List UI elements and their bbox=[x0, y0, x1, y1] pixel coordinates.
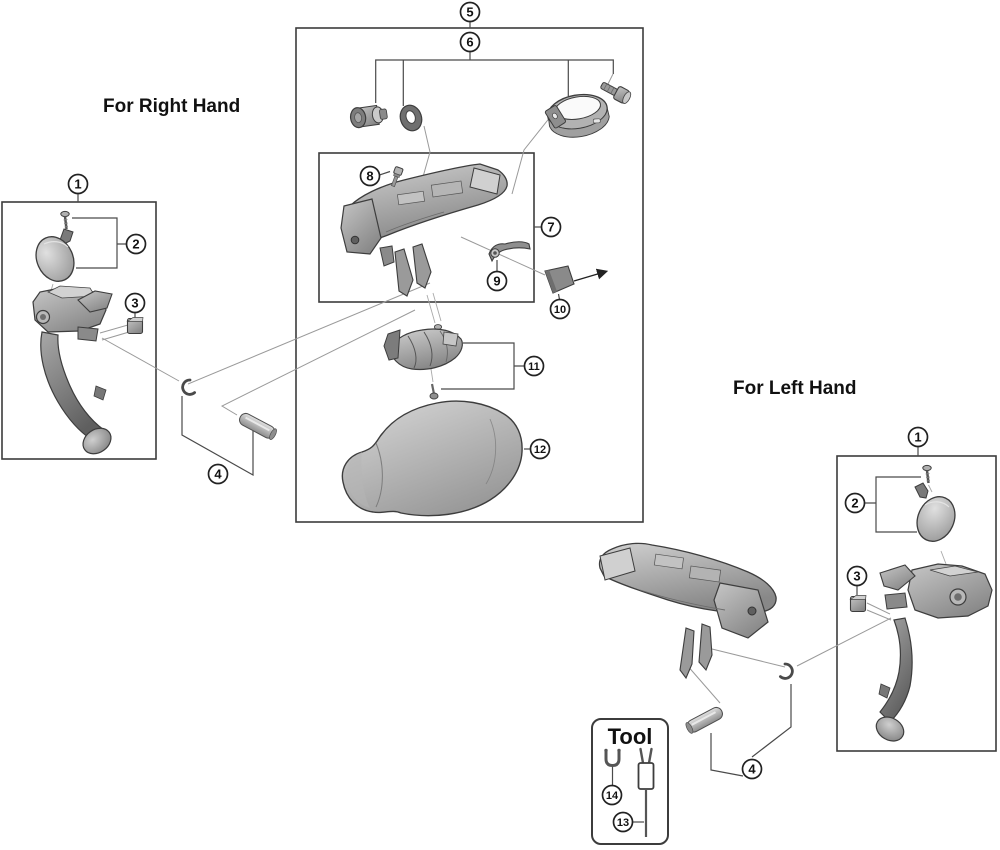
svg-text:3: 3 bbox=[131, 296, 138, 311]
part-6-washer bbox=[399, 104, 423, 132]
right-hand-title: For Right Hand bbox=[103, 96, 240, 117]
callout-2-left: 2 bbox=[125, 233, 147, 255]
tool-title: Tool bbox=[608, 724, 653, 749]
part-4-c-clip-right bbox=[779, 662, 794, 680]
svg-text:4: 4 bbox=[214, 467, 222, 482]
part-6-barrel bbox=[349, 104, 388, 129]
callout-3-right: 3 bbox=[846, 565, 868, 587]
part-6-clamp-bolt bbox=[600, 82, 632, 104]
callout-2R-bracket bbox=[864, 476, 921, 533]
leader-part3L bbox=[99, 324, 130, 341]
callout-7: 7 bbox=[540, 216, 562, 238]
callout-10-stem bbox=[557, 293, 561, 300]
callout-10: 10 bbox=[549, 298, 571, 320]
callout-8: 8 bbox=[359, 165, 381, 187]
callout-9: 9 bbox=[486, 270, 508, 292]
callout-11: 11 bbox=[523, 355, 545, 377]
tool-13-plug-tool bbox=[637, 747, 655, 837]
left-hand-unit-box bbox=[836, 455, 997, 752]
leader-button2R-axis bbox=[928, 484, 947, 565]
part-12-grip-cover bbox=[341, 400, 523, 517]
leader-screw11-axis bbox=[426, 292, 442, 383]
part-4-pin-right bbox=[685, 706, 723, 734]
svg-text:13: 13 bbox=[617, 817, 629, 829]
callout-11-bracket bbox=[441, 342, 525, 390]
svg-text:3: 3 bbox=[853, 569, 860, 584]
tool-box bbox=[591, 718, 669, 845]
svg-text:10: 10 bbox=[554, 304, 566, 316]
callout-5: 5 bbox=[459, 1, 481, 23]
svg-text:6: 6 bbox=[466, 35, 473, 50]
callout-6-bracket bbox=[375, 51, 614, 106]
part-1-lever-body-right bbox=[875, 563, 993, 742]
callout-14: 14 bbox=[601, 784, 623, 806]
svg-text:7: 7 bbox=[547, 220, 554, 235]
callout-8-stem bbox=[379, 170, 391, 176]
callout-2L-bracket bbox=[72, 217, 127, 269]
leader-clamp-to-body bbox=[511, 115, 552, 195]
callout-6: 6 bbox=[459, 31, 481, 53]
callout-1-left: 1 bbox=[67, 173, 89, 195]
part-11-switch-unit bbox=[383, 324, 463, 400]
left-hand-bracket-body bbox=[598, 542, 777, 680]
direction-arrow bbox=[573, 268, 609, 282]
svg-text:12: 12 bbox=[534, 444, 546, 456]
svg-text:11: 11 bbox=[528, 361, 540, 373]
svg-text:8: 8 bbox=[366, 169, 373, 184]
part-6-clamp-band bbox=[544, 93, 610, 138]
leader-body-to-plate10 bbox=[460, 236, 546, 276]
part-3-cap-right bbox=[849, 595, 867, 613]
callout-2-right: 2 bbox=[844, 492, 866, 514]
part-4-pin-left bbox=[239, 412, 277, 440]
svg-text:5: 5 bbox=[466, 5, 473, 20]
left-hand-title: For Left Hand bbox=[733, 378, 857, 399]
part-3-cap-left bbox=[126, 317, 144, 335]
bracket-lines bbox=[72, 21, 921, 823]
leader-pinL-to-body bbox=[220, 309, 416, 416]
part-4-c-clip-left bbox=[181, 378, 196, 396]
svg-text:2: 2 bbox=[851, 496, 858, 511]
part-2-screw-left bbox=[60, 210, 70, 230]
part-1-lever-body-left bbox=[32, 285, 113, 455]
right-hand-unit-box bbox=[1, 201, 157, 460]
callout-13: 13 bbox=[612, 811, 634, 833]
callout-4-left: 4 bbox=[207, 463, 229, 485]
part-2-shift-button-left bbox=[35, 228, 75, 282]
part-8-screw bbox=[391, 166, 404, 188]
leader-clipL-to-body bbox=[187, 282, 431, 385]
part-7-bracket-body bbox=[340, 163, 508, 297]
svg-text:4: 4 bbox=[748, 762, 756, 777]
part-2-screw-right bbox=[922, 464, 932, 484]
svg-text:2: 2 bbox=[132, 237, 139, 252]
leader-bodyB-to-clipR bbox=[711, 648, 786, 668]
callout-4L-bracket bbox=[181, 396, 254, 477]
svg-text:1: 1 bbox=[74, 177, 81, 192]
leader-clipR-to-lever bbox=[796, 617, 892, 667]
callout-3-left: 3 bbox=[124, 292, 146, 314]
callout-12: 12 bbox=[529, 438, 551, 460]
leader-lever-to-clipL bbox=[101, 337, 180, 382]
svg-text:9: 9 bbox=[493, 274, 500, 289]
callout-1-right: 1 bbox=[907, 426, 929, 448]
part-10-plate bbox=[544, 265, 609, 294]
leader-part3R bbox=[866, 602, 892, 621]
callout-4-right: 4 bbox=[741, 758, 763, 780]
svg-text:1: 1 bbox=[914, 430, 921, 445]
part-2-shift-button-right bbox=[914, 482, 956, 542]
svg-text:14: 14 bbox=[606, 790, 619, 802]
leader-bodyB-to-pinR bbox=[685, 663, 721, 704]
tool-14-fork bbox=[604, 748, 621, 767]
part-9-latch-lever bbox=[488, 241, 531, 263]
leader-washer-to-body bbox=[420, 125, 431, 185]
callout-4R-bracket bbox=[710, 684, 792, 777]
